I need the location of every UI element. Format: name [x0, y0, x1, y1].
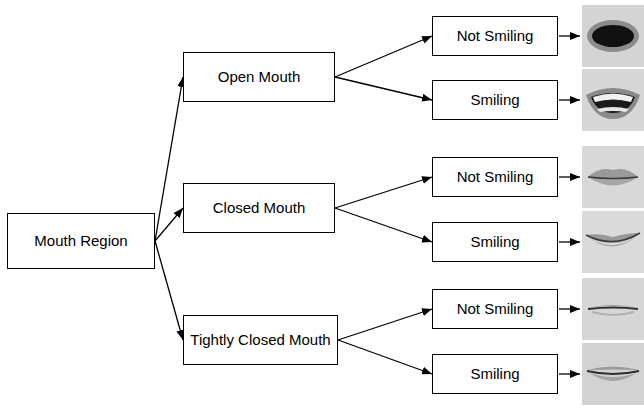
tree-arrow [155, 241, 183, 340]
tree-arrow [335, 177, 432, 208]
mouth-photo [582, 5, 644, 67]
mouth-photo [582, 343, 644, 405]
tree-arrow [335, 36, 432, 77]
leaf-box: Smiling [432, 80, 558, 120]
leaf-box: Not Smiling [432, 16, 558, 56]
image-arrows [559, 36, 580, 374]
branch-box: Open Mouth [183, 52, 335, 102]
box-label: Smiling [470, 233, 519, 251]
mouth-photo [582, 211, 644, 273]
box-label: Not Smiling [457, 27, 534, 45]
box-label: Not Smiling [457, 300, 534, 318]
box-label: Mouth Region [34, 232, 127, 250]
tree-arrow [155, 208, 183, 241]
box-label: Open Mouth [218, 68, 301, 86]
leaf-box: Smiling [432, 222, 558, 262]
box-label: Tightly Closed Mouth [190, 331, 330, 349]
box-label: Not Smiling [457, 168, 534, 186]
branch-box: Tightly Closed Mouth [183, 315, 338, 365]
tree-arrow [338, 309, 432, 340]
branch-box: Closed Mouth [183, 183, 335, 233]
box-label: Smiling [470, 365, 519, 383]
box-label: Closed Mouth [213, 199, 306, 217]
mouth-photo [582, 278, 644, 340]
mouth-photo [582, 69, 644, 131]
root-box: Mouth Region [7, 213, 155, 269]
mouth-photo [582, 146, 644, 208]
tree-arrow [335, 77, 432, 100]
box-label: Smiling [470, 91, 519, 109]
tree-arrow [155, 77, 183, 241]
tree-arrow [338, 340, 432, 374]
leaf-box: Not Smiling [432, 289, 558, 329]
tree-arrow [335, 208, 432, 242]
leaf-box: Smiling [432, 354, 558, 394]
leaf-box: Not Smiling [432, 157, 558, 197]
